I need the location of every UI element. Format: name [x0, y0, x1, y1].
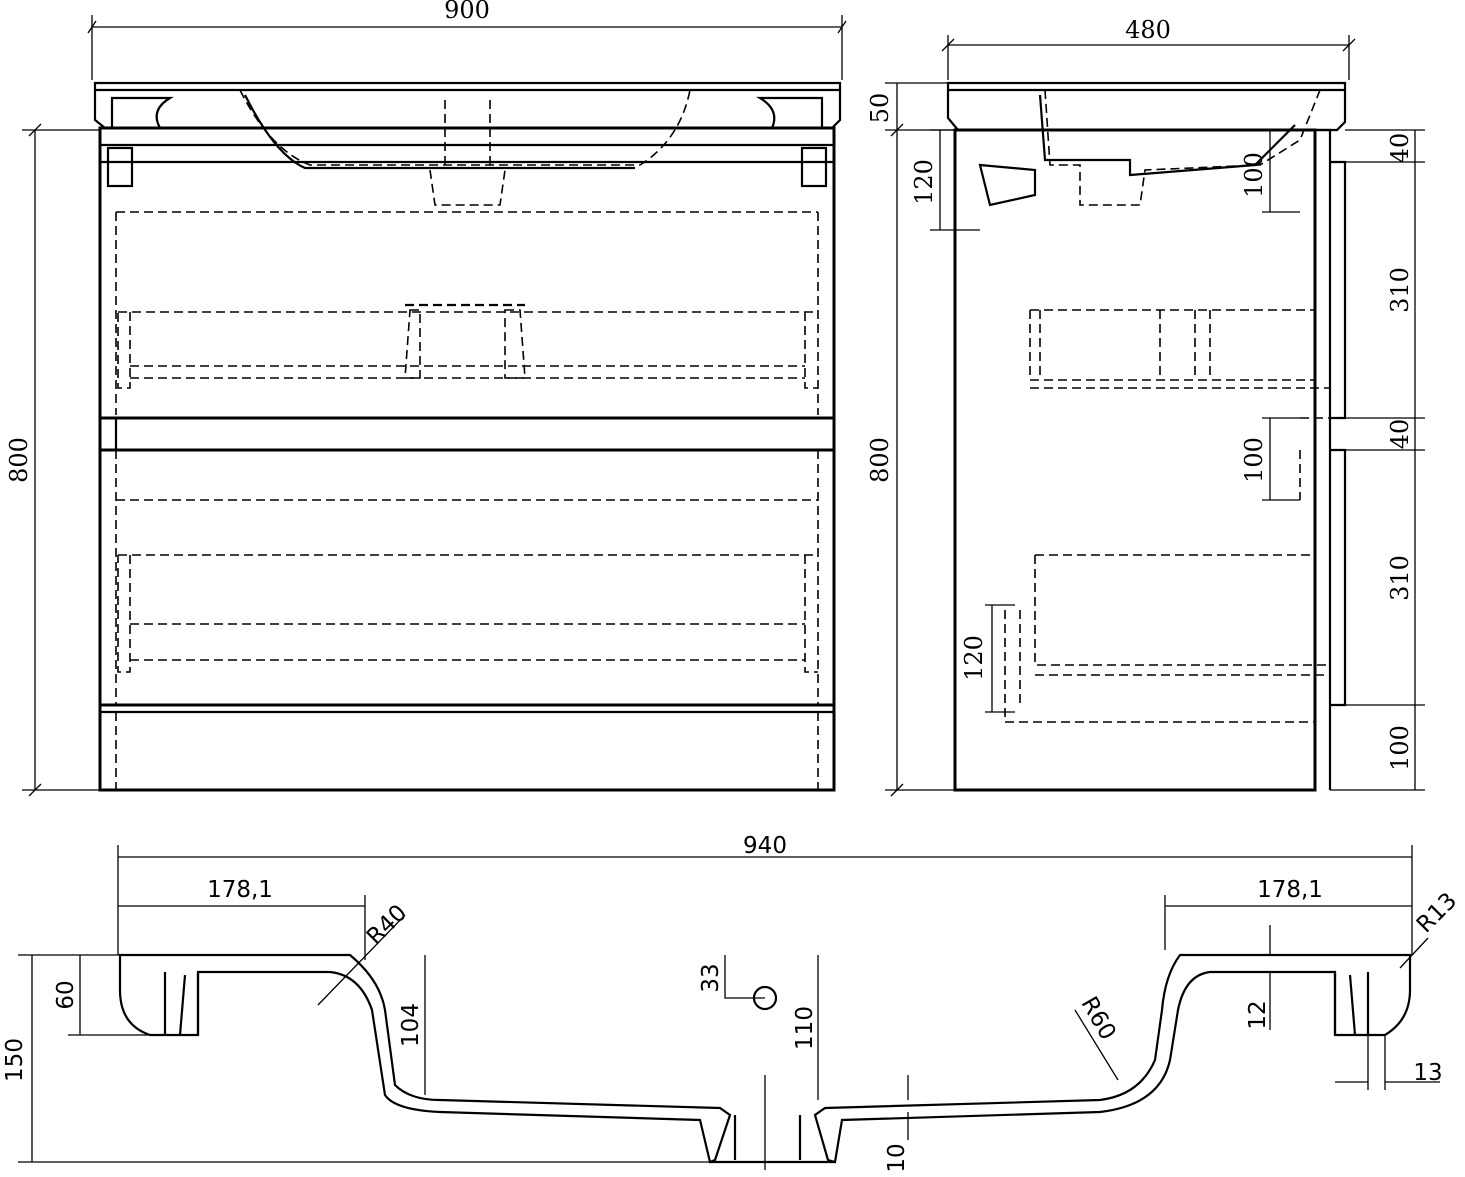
dim-label-310-top: 310: [1386, 267, 1414, 313]
dim-label-110: 110: [792, 1006, 818, 1050]
dim-label-33: 33: [698, 963, 724, 992]
dim-label-ledge-left: 178,1: [207, 877, 273, 903]
bracket-left-icon: [106, 146, 134, 188]
dim-label-120-upper: 120: [910, 159, 938, 205]
dim-width-900: [91, 15, 843, 80]
dim-height-800-front: [22, 129, 100, 791]
dim-siphon-lower: [985, 604, 1015, 713]
dim-label-150: 150: [2, 1038, 28, 1082]
dim-label-480: 480: [1125, 16, 1171, 44]
dim-label-r60: R60: [1075, 992, 1120, 1044]
dim-basin-width: [117, 845, 1413, 955]
dim-label-100-upper: 100: [1240, 152, 1268, 198]
side-basin-top: [946, 81, 1347, 132]
dim-gap-upper: [1262, 129, 1300, 213]
dim-label-120-lower: 120: [960, 635, 988, 681]
bracket-right-icon: [800, 146, 828, 188]
dim-label-310-bottom: 310: [1386, 555, 1414, 601]
dim-label-12: 12: [1245, 1000, 1271, 1029]
dim-right-stack: [1330, 129, 1425, 791]
dim-ledge-left: [118, 895, 366, 960]
front-cabinet-body: [98, 126, 836, 792]
side-siphon-icon: [978, 163, 1037, 207]
dim-label-800-side: 800: [866, 437, 894, 483]
dim-edge-13: [1335, 1035, 1440, 1090]
dim-label-104: 104: [398, 1003, 424, 1047]
dim-label-800-front: 800: [5, 437, 33, 483]
dim-siphon-upper: [930, 129, 980, 231]
side-view: 480 50 800 120 120 100 100 40 310 40 310…: [866, 16, 1425, 797]
dim-label-100-middle: 100: [1240, 437, 1268, 483]
dim-label-ledge-right: 178,1: [1257, 877, 1323, 903]
dim-edge-60: [68, 955, 150, 1036]
dim-label-940: 940: [743, 833, 787, 859]
dim-height-800-side: [885, 130, 955, 791]
dim-label-100-bottom: 100: [1386, 725, 1414, 771]
dim-ledge-right: [1164, 895, 1412, 950]
dim-label-900: 900: [444, 0, 490, 24]
dim-overflow-33: [724, 955, 765, 999]
dim-label-50: 50: [866, 93, 894, 124]
basin-section: 940 178,1 178,1 R40 R13 R60 150 60 104 3…: [2, 833, 1462, 1173]
dim-gap-middle: [1262, 417, 1300, 501]
front-view: 900 800: [5, 0, 847, 797]
basin-wall-right: [813, 953, 1412, 1164]
dim-label-r13: R13: [1412, 888, 1462, 938]
dim-label-r40: R40: [362, 900, 412, 950]
dim-label-40-top: 40: [1386, 133, 1414, 164]
side-cabinet-body: [953, 128, 1317, 792]
dim-label-10: 10: [884, 1143, 910, 1172]
dim-height-150: [18, 954, 710, 1163]
dim-label-60: 60: [53, 980, 79, 1009]
dim-depth-480: [947, 35, 1350, 80]
dim-label-13: 13: [1413, 1060, 1442, 1086]
dim-label-40-mid: 40: [1386, 419, 1414, 450]
